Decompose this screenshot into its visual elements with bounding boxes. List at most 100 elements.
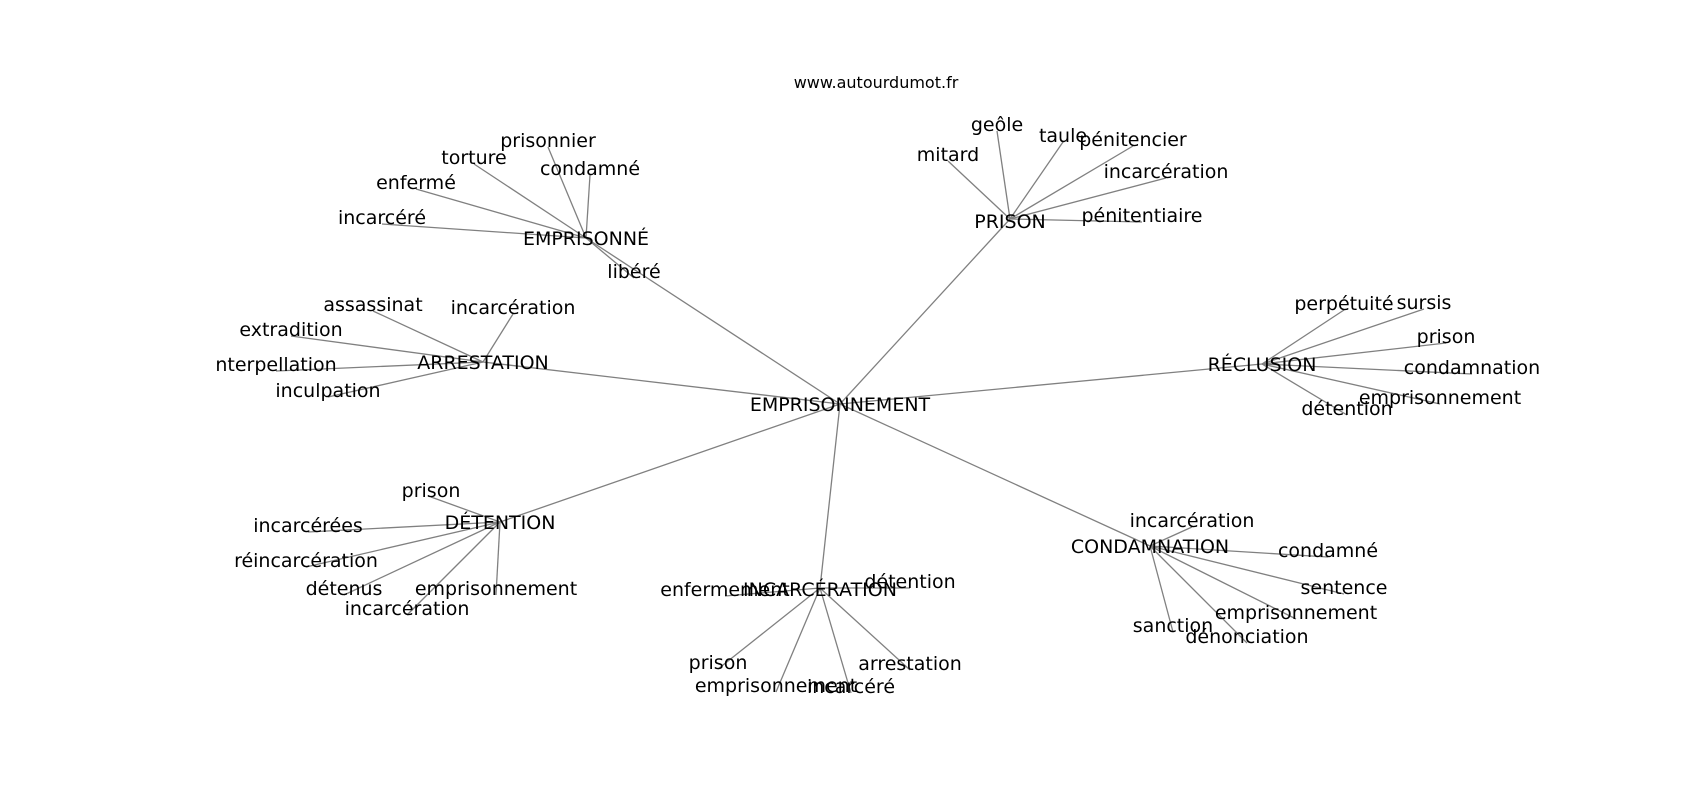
edge-hub-leaf bbox=[372, 310, 484, 363]
edge-hub-leaf bbox=[775, 587, 821, 693]
leaf-word[interactable]: emprisonnement bbox=[695, 675, 857, 697]
leaf-word[interactable]: emprisonnement bbox=[1359, 387, 1521, 409]
edge-center-hub bbox=[585, 237, 841, 405]
edge-hub-leaf bbox=[1261, 363, 1441, 405]
leaf-word[interactable]: incarcération bbox=[345, 598, 470, 620]
leaf-word[interactable]: détenus bbox=[306, 578, 383, 600]
edge-hub-leaf bbox=[1149, 545, 1345, 595]
leaf-word[interactable]: nterpellation bbox=[215, 354, 336, 376]
leaf-word[interactable]: extradition bbox=[239, 319, 342, 341]
edge-hub-leaf bbox=[585, 237, 635, 279]
edge-hub-leaf bbox=[819, 587, 852, 694]
edge-hub-leaf bbox=[1009, 145, 1134, 220]
edge-hub-leaf bbox=[415, 188, 587, 239]
edge-hub-leaf bbox=[1149, 545, 1329, 558]
leaf-word[interactable]: assassinat bbox=[323, 294, 422, 316]
leaf-word[interactable]: condamné bbox=[1278, 540, 1378, 562]
center-word[interactable]: EMPRISONNEMENT bbox=[750, 394, 931, 416]
edge-hub-leaf bbox=[1149, 545, 1248, 644]
leaf-word[interactable]: enfermé bbox=[376, 172, 456, 194]
edge-center-hub bbox=[499, 403, 841, 523]
edge-center-hub bbox=[482, 361, 841, 405]
leaf-word[interactable]: enfermement bbox=[660, 579, 789, 601]
leaf-word[interactable]: prisonnier bbox=[500, 130, 596, 152]
edge-hub-leaf bbox=[724, 587, 821, 597]
edge-hub-leaf bbox=[406, 521, 501, 616]
leaf-word[interactable]: emprisonnement bbox=[1215, 602, 1377, 624]
edge-hub-leaf bbox=[327, 361, 484, 398]
edge-hub-leaf bbox=[430, 496, 501, 523]
hub-word[interactable]: DÉTENTION bbox=[445, 511, 556, 534]
edge-hub-leaf bbox=[305, 521, 501, 568]
edge-center-hub bbox=[839, 218, 1011, 405]
edge-hub-leaf bbox=[996, 130, 1011, 220]
edge-hub-leaf bbox=[275, 361, 484, 372]
edge-hub-leaf bbox=[307, 521, 501, 533]
leaf-word[interactable]: sanction bbox=[1133, 615, 1213, 637]
leaf-word[interactable]: pénitentiaire bbox=[1082, 205, 1203, 227]
edges-layer bbox=[275, 130, 1473, 694]
leaf-word[interactable]: incarcérées bbox=[253, 515, 363, 537]
edge-hub-leaf bbox=[1261, 363, 1348, 416]
leaf-word[interactable]: libéré bbox=[607, 261, 660, 283]
leaf-word[interactable]: prison bbox=[1417, 326, 1476, 348]
edge-center-hub bbox=[839, 363, 1263, 405]
edge-hub-leaf bbox=[585, 174, 591, 239]
leaf-word[interactable]: torture bbox=[441, 147, 506, 169]
leaf-word[interactable]: incarcération bbox=[1130, 510, 1255, 532]
edge-hub-leaf bbox=[547, 146, 587, 239]
leaf-word[interactable]: prison bbox=[689, 652, 748, 674]
edge-hub-leaf bbox=[717, 587, 821, 670]
edge-hub-leaf bbox=[1261, 308, 1425, 365]
leaf-word[interactable]: incarcération bbox=[1104, 161, 1229, 183]
edge-hub-leaf bbox=[1009, 177, 1167, 220]
edge-hub-leaf bbox=[1261, 363, 1473, 375]
edge-center-hub bbox=[819, 403, 841, 589]
site-title: www.autourdumot.fr bbox=[794, 73, 959, 92]
edge-center-hub bbox=[839, 403, 1151, 547]
leaf-word[interactable]: incarcéré bbox=[338, 207, 426, 229]
hub-word[interactable]: EMPRISONNÉ bbox=[523, 227, 649, 250]
edge-hub-leaf bbox=[819, 587, 911, 671]
edge-hub-leaf bbox=[1261, 342, 1447, 365]
edge-hub-leaf bbox=[343, 521, 501, 596]
leaf-word[interactable]: incarcéré bbox=[807, 676, 895, 698]
edge-hub-leaf bbox=[947, 160, 1011, 220]
leaf-word[interactable]: prison bbox=[402, 480, 461, 502]
edge-hub-leaf bbox=[482, 313, 514, 363]
leaf-word[interactable]: condamné bbox=[540, 158, 640, 180]
leaf-word[interactable]: pénitencier bbox=[1079, 129, 1187, 151]
hub-word[interactable]: ARRESTATION bbox=[417, 352, 549, 374]
edge-hub-leaf bbox=[381, 223, 587, 239]
edge-hub-leaf bbox=[1149, 545, 1174, 633]
leaf-word[interactable]: réincarcération bbox=[234, 550, 378, 572]
edge-hub-leaf bbox=[1149, 545, 1297, 620]
leaf-word[interactable]: arrestation bbox=[858, 653, 962, 675]
leaf-word[interactable]: taule bbox=[1039, 125, 1087, 147]
leaf-word[interactable]: détention bbox=[864, 571, 955, 593]
leaf-word[interactable]: dénonciation bbox=[1185, 626, 1308, 648]
leaf-word[interactable]: geôle bbox=[971, 114, 1023, 136]
edge-hub-leaf bbox=[1149, 526, 1193, 547]
leaf-word[interactable]: détention bbox=[1301, 398, 1392, 420]
hub-word[interactable]: INCARCÉRATION bbox=[743, 578, 897, 601]
hub-word[interactable]: CONDAMNATION bbox=[1071, 536, 1229, 558]
edge-hub-leaf bbox=[1261, 309, 1345, 365]
edge-hub-leaf bbox=[1009, 218, 1143, 223]
leaf-word[interactable]: perpétuité bbox=[1294, 293, 1393, 315]
leaf-word[interactable]: sursis bbox=[1397, 292, 1452, 314]
leaf-word[interactable]: mitard bbox=[917, 144, 979, 166]
hub-word[interactable]: RÉCLUSION bbox=[1208, 353, 1317, 376]
leaf-word[interactable]: sentence bbox=[1301, 577, 1388, 599]
leaf-word[interactable]: condamnation bbox=[1404, 357, 1540, 379]
edge-hub-leaf bbox=[495, 521, 501, 596]
edge-hub-leaf bbox=[1009, 141, 1064, 220]
leaf-word[interactable]: inculpation bbox=[275, 380, 380, 402]
leaf-word[interactable]: emprisonnement bbox=[415, 578, 577, 600]
edge-hub-leaf bbox=[290, 335, 484, 363]
labels-layer: www.autourdumot.fr EMPRISONNEMENT EMPRISO… bbox=[215, 73, 1540, 698]
hub-word[interactable]: PRISON bbox=[974, 211, 1046, 233]
leaf-word[interactable]: incarcération bbox=[451, 297, 576, 319]
